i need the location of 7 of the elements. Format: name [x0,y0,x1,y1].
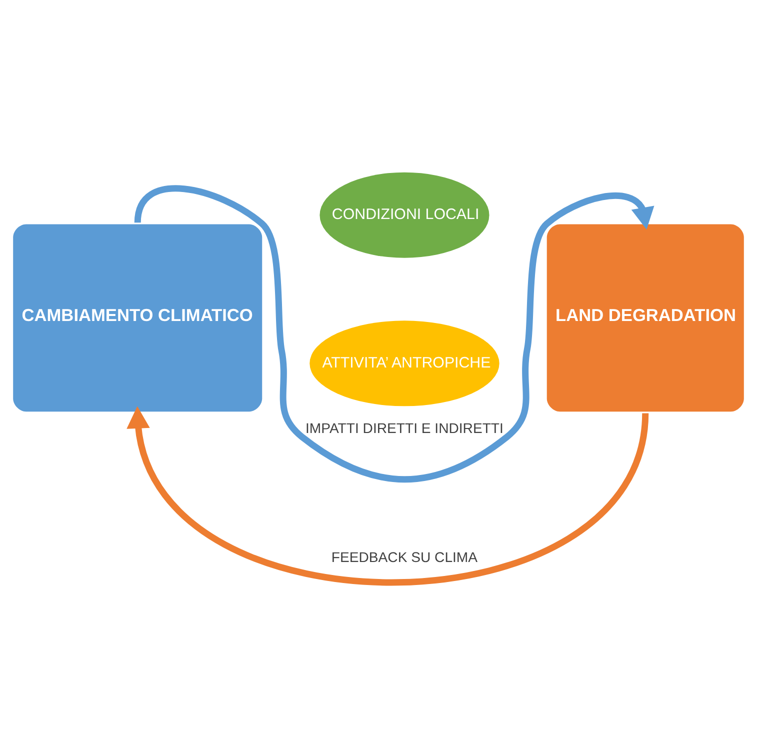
node-ellipse: ATTIVITA’ ANTROPICHE [310,320,500,406]
node-box: LAND DEGRADATION [546,224,744,412]
edge-label: FEEDBACK SU CLIMA [331,548,478,564]
node-ellipse: CONDIZIONI LOCALI [320,172,490,258]
node-box: CAMBIAMENTO CLIMATICO [13,224,262,412]
edge-label: IMPATTI DIRETTI E INDIRETTI [306,420,504,436]
arrow [126,406,649,585]
